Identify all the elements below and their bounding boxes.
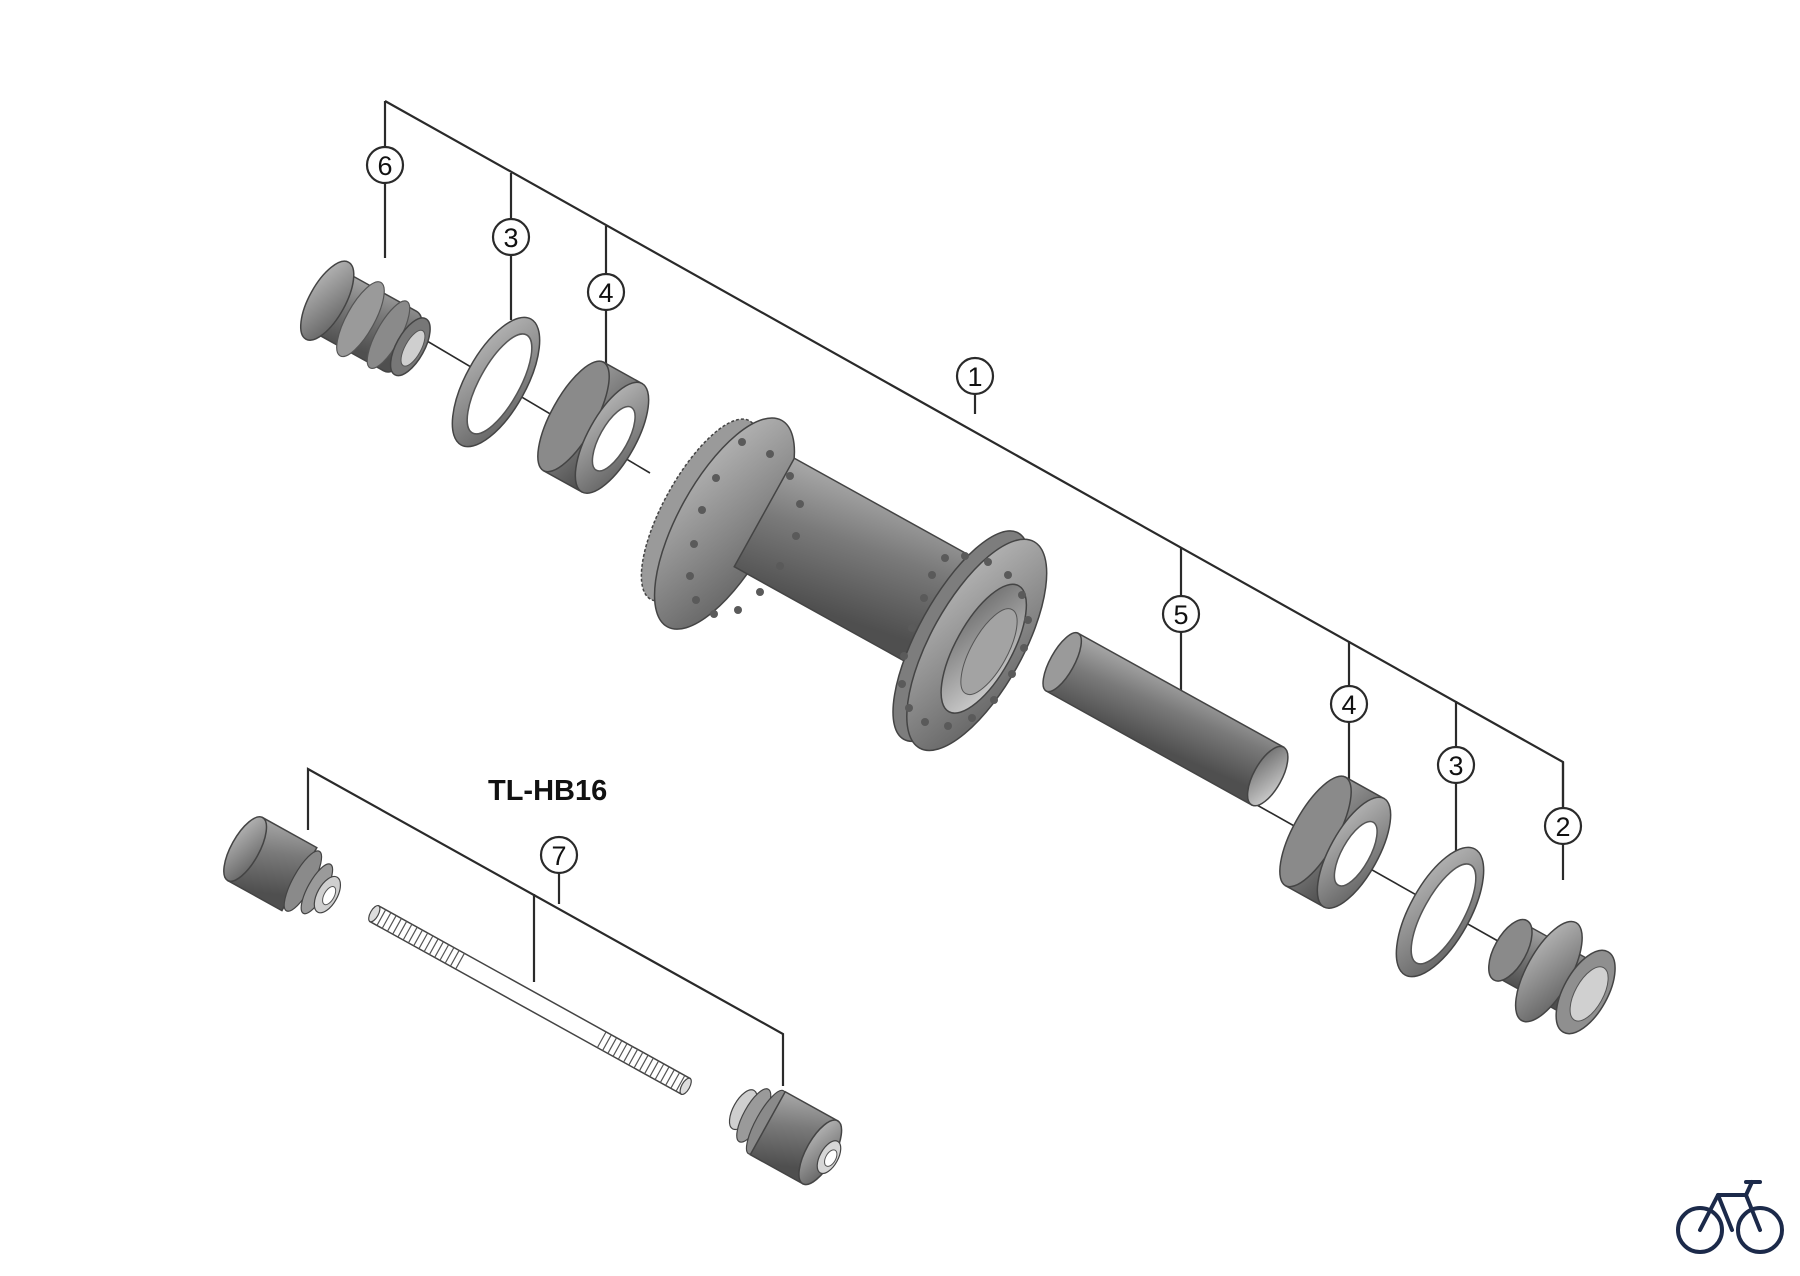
callout-1-label: 1 [967,362,982,392]
tool-title: TL-HB16 [488,775,607,807]
seal-ring-left [451,316,541,448]
callout-3a-circle [491,217,531,257]
callout-7-label: 7 [551,841,566,871]
hub-body [640,417,1048,752]
callout-5-label: 5 [1173,600,1188,630]
callout-7-circle [539,835,579,875]
callout-6-circle [365,145,405,185]
bicycle-icon [1676,1180,1784,1254]
callout-4a-circle [586,272,626,312]
axle-sleeve [1042,631,1289,807]
callout-2-circle [1543,806,1583,846]
callout-6-label: 6 [377,151,392,181]
callout-4b-circle [1329,684,1369,724]
callout-4b-label: 4 [1341,690,1356,720]
callout-3b-label: 3 [1448,751,1463,781]
callout-3b-circle [1436,745,1476,785]
seal-ring-right [1395,846,1485,978]
end-cap-right [1488,918,1616,1035]
callout-5-circle [1161,594,1201,634]
callout-4a-label: 4 [598,278,613,308]
bearing-left [537,360,650,494]
callout-3a-label: 3 [503,223,518,253]
end-cap-left [299,260,431,377]
callout-1-circle [955,356,995,396]
tool-tl-hb16 [223,816,843,1186]
callout-2-label: 2 [1555,812,1570,842]
bearing-right [1279,775,1392,909]
